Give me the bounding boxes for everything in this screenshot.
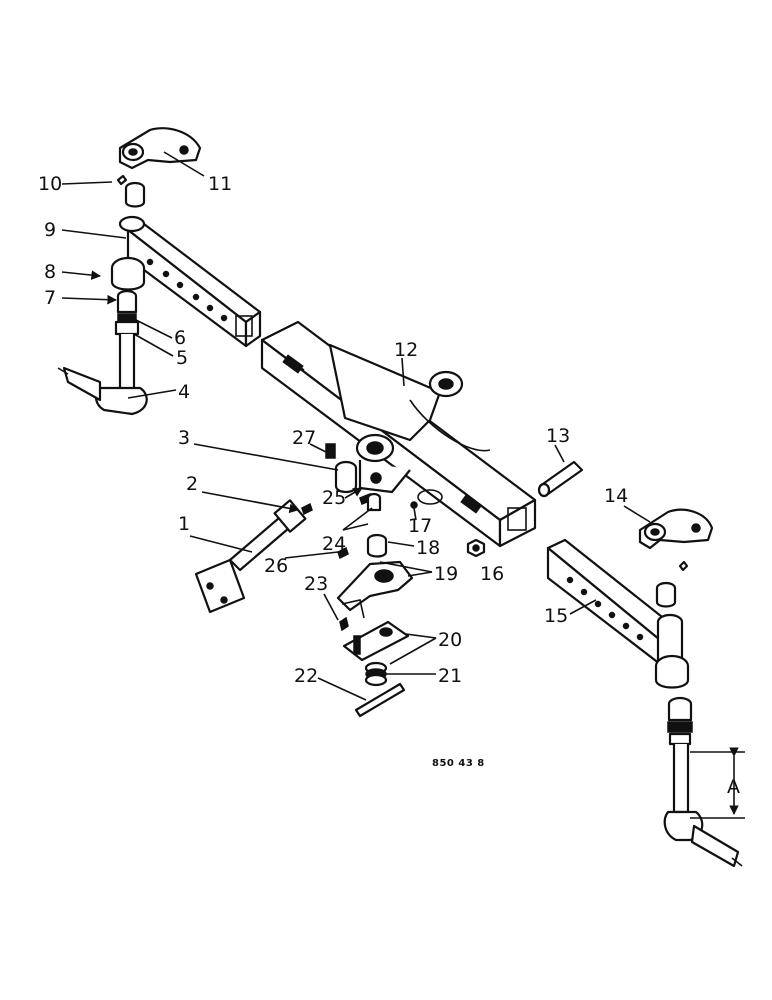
callout-11: 11 [208, 173, 232, 195]
callout-6: 6 [174, 327, 186, 349]
pivot-pin [537, 460, 584, 498]
callout-7: 7 [44, 287, 56, 309]
cotter-key-10 [116, 174, 128, 186]
cotter-key-right [678, 560, 689, 572]
callout-15: 15 [544, 605, 568, 627]
callout-22: 22 [294, 665, 318, 687]
callout-14: 14 [604, 485, 628, 507]
nut-16 [466, 538, 486, 558]
callout-27: 27 [292, 427, 316, 449]
callout-8: 8 [44, 261, 56, 283]
callout-5: 5 [176, 347, 188, 369]
left-axle-extension [110, 215, 262, 348]
callout-labels: 1 2 3 4 5 6 7 8 9 10 11 12 13 14 15 16 1… [38, 173, 740, 798]
steering-arm-right [638, 508, 714, 550]
callout-1: 1 [178, 513, 190, 535]
callout-18: 18 [416, 537, 440, 559]
fitting-27 [325, 443, 336, 459]
callout-17: 17 [408, 515, 432, 537]
bushing-upper-left [124, 181, 146, 208]
pin-23 [339, 616, 349, 632]
callout-4: 4 [178, 381, 190, 403]
callout-20: 20 [438, 629, 462, 651]
callout-19: 19 [434, 563, 458, 585]
callout-25: 25 [322, 487, 346, 509]
right-axle-extension [546, 538, 690, 689]
bushing-upper-right [655, 581, 677, 608]
grease-fitting-2 [301, 502, 313, 516]
steering-arm-left [118, 127, 202, 170]
tie-rod [194, 499, 307, 614]
bolt-17 [410, 501, 418, 509]
bushing-24 [366, 492, 382, 512]
strip-22 [354, 682, 406, 718]
callout-13: 13 [546, 425, 570, 447]
callout-23: 23 [304, 573, 328, 595]
spindle-right [663, 696, 743, 868]
spindle-left [57, 289, 148, 416]
fitting-26 [337, 546, 349, 560]
bushing-3 [334, 460, 358, 494]
bushing-18 [366, 533, 388, 558]
leader-lines [61, 151, 651, 701]
callout-16: 16 [480, 563, 504, 585]
callout-9: 9 [44, 219, 56, 241]
callout-2: 2 [186, 473, 198, 495]
drawing-reference-code: 850 43 8 [432, 758, 485, 769]
spring-21 [364, 661, 388, 687]
callout-24: 24 [322, 533, 346, 555]
callout-12: 12 [394, 339, 418, 361]
bracket-19 [336, 560, 414, 619]
callout-26: 26 [264, 555, 288, 577]
dimension-a-label: A [727, 776, 740, 798]
dimension-a [690, 747, 745, 819]
plate-20 [342, 620, 410, 662]
callout-3: 3 [178, 427, 190, 449]
callout-21: 21 [438, 665, 462, 687]
axle-beam [260, 320, 537, 548]
callout-10: 10 [38, 173, 62, 195]
